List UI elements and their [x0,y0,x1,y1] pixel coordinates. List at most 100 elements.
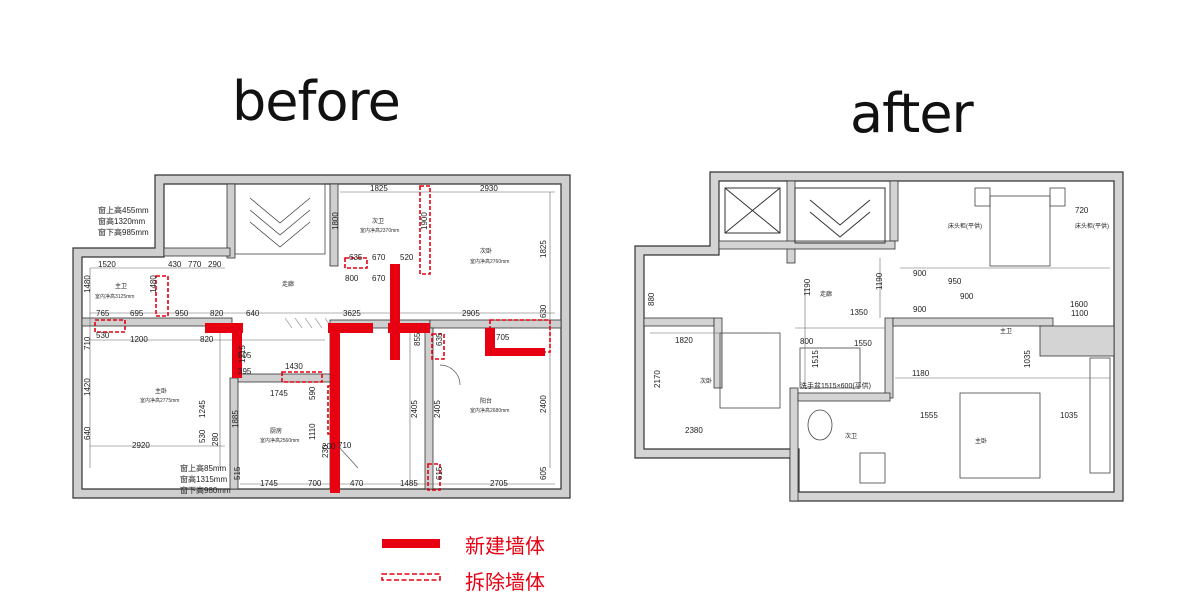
dimension-label: 1430 [285,362,303,371]
dimension-label: 710 [338,441,352,450]
dimension-label: 1480 [149,275,158,293]
removed-wall-swatch [381,573,441,581]
dimension-label: 710 [83,336,92,350]
dimension-label: 2405 [410,400,419,418]
before-window-note-bottom: 窗上高85mm 窗高1315mm 窗下高980mm [180,463,231,495]
dimension-label: 1035 [1060,411,1078,420]
before-doors [337,364,461,469]
dimension-label: 1745 [260,479,278,488]
dimension-label: 615 [435,466,444,480]
after-shafts [724,187,886,244]
dimension-label: 1825 [370,184,388,193]
dimension-label: 520 [400,253,414,262]
before-walls [72,174,571,499]
height-note: 室内净高2370mm [360,227,399,234]
before-floor-plan: 窗上高455mm 窗高1320mm 窗下高985mm 窗上高85mm 窗高131… [72,174,571,499]
dimension-label: 1420 [83,378,92,396]
dimension-label: 470 [350,479,364,488]
dimension-label: 800 [345,274,359,283]
dimension-label: 880 [647,292,656,306]
before-corridor-hatch [284,317,333,329]
dimension-label: 1900 [420,212,429,230]
dimension-label: 1215 [238,345,247,363]
legend-removed-wall-label: 拆除墙体 [465,572,545,594]
dimension-label: 1245 [198,400,207,418]
dimension-label: 1885 [231,410,240,428]
dimension-label: 1200 [130,335,148,344]
window-note: 窗下高985mm [98,227,149,237]
height-note: 室内净高2760mm [470,258,509,265]
dimension-label: 2930 [480,184,498,193]
window-note: 窗上高455mm [98,205,149,215]
height-note: 室内净高2775mm [140,397,179,404]
before-height-notes: 室内净高2370mm 室内净高2760mm 室内净高3125mm 室内净高277… [95,227,509,444]
room-label: 次卫 [372,217,384,225]
basin-note: 洗手盆1515×600(平供) [800,381,871,390]
dimension-label: 1100 [1071,309,1089,318]
dimension-label: 900 [913,305,927,314]
dimension-label: 630 [539,304,548,318]
after-notes: 洗手盆1515×600(平供) [800,381,871,390]
height-note: 室内净高3125mm [95,293,134,300]
room-label: 阳台 [480,397,492,405]
dimension-label: 1555 [920,411,938,420]
dimension-label: 900 [913,269,927,278]
dimension-label: 770 [188,260,202,269]
dimension-label: 1600 [1070,300,1088,309]
dimension-label: 290 [208,260,222,269]
room-label: 次卧 [700,377,712,385]
dimension-label: 2405 [433,400,442,418]
dimension-label: 820 [200,335,214,344]
dimension-label: 1520 [98,260,116,269]
room-label: 床头柜(平供) [948,222,982,230]
room-label: 走廊 [282,280,294,288]
dimension-label: 395 [238,367,252,376]
legend-swatches [381,539,441,581]
legend-new-wall-label: 新建墙体 [465,536,545,558]
dimension-label: 3625 [343,309,361,318]
after-title: after [850,82,974,145]
before-window-note-top: 窗上高455mm 窗高1320mm 窗下高985mm [98,205,149,237]
dimension-label: 230 [321,444,330,458]
dimension-label: 1190 [803,278,812,296]
dimension-label: 530 [96,331,110,340]
room-label: 主卧 [975,437,987,445]
window-note: 窗上高85mm [180,463,227,473]
dimension-label: 670 [372,253,386,262]
dimension-label: 2400 [539,395,548,413]
dimension-label: 1820 [675,336,693,345]
dimension-label: 1825 [539,240,548,258]
dimension-label: 695 [130,309,144,318]
dimension-label: 2170 [653,370,662,388]
dimension-label: 2705 [490,479,508,488]
window-note: 窗高1315mm [180,474,227,484]
new-wall-swatch [382,539,440,548]
room-label: 床头柜(平供) [1075,222,1109,230]
dimension-label: 1350 [850,308,868,317]
dimension-label: 1190 [875,272,884,290]
dimension-label: 530 [198,429,207,443]
dimension-label: 635 [435,332,444,346]
room-label: 主卫 [1000,327,1012,335]
before-room-labels: 次卫 走廊 次卧 主卫 主卧 厨房 阳台 [115,217,492,435]
dimension-label: 200 [322,442,336,451]
dimension-label: 900 [960,292,974,301]
dimension-label: 640 [83,426,92,440]
room-label: 主卧 [155,387,167,395]
room-label: 次卫 [845,432,857,440]
dimension-label: 820 [210,309,224,318]
dimension-label: 2380 [685,426,703,435]
dimension-label: 1515 [811,350,820,368]
dimension-label: 720 [1075,206,1089,215]
after-inner-walls [643,180,1115,502]
dimension-label: 800 [800,337,814,346]
dimension-label: 1110 [308,423,317,440]
dimension-label: 280 [211,432,220,446]
dimension-label: 1485 [400,479,418,488]
dimension-label: 1745 [270,389,288,398]
after-floor-plan: 床头柜(平供) 床头柜(平供) 次卧 主卧 走廊 次卫 主卫 洗手盆1515×6… [634,171,1124,502]
dimension-label: 1800 [331,212,340,230]
room-label: 次卧 [480,247,492,255]
room-label: 走廊 [820,290,832,298]
